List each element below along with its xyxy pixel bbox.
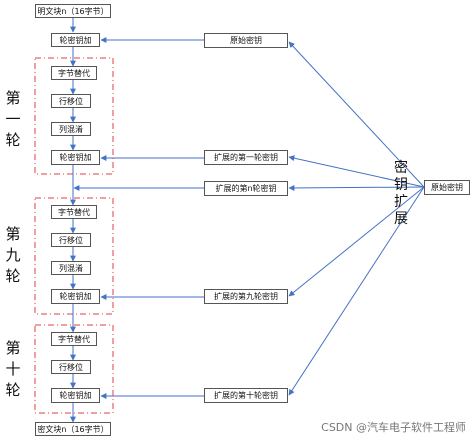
round9-label-char: 九 xyxy=(5,246,21,264)
key-expansion-char: 展 xyxy=(394,211,408,227)
round9-mix-columns-box: 列混淆 xyxy=(51,261,91,275)
round10-group xyxy=(34,324,114,414)
round9-add-round-key-box: 轮密钥加 xyxy=(51,289,100,304)
round9-label-char: 第 xyxy=(5,225,21,243)
expanded-key-10-box: 扩展的第十轮密钥 xyxy=(204,388,288,403)
round1-label: 第 一 轮 xyxy=(4,88,22,151)
round10-sub-bytes-box: 字节替代 xyxy=(51,332,97,346)
round1-group xyxy=(34,57,114,175)
key-expansion-char: 密 xyxy=(394,160,408,176)
round1-label-char: 轮 xyxy=(5,131,21,149)
ciphertext-box: 密文块n（16字节） xyxy=(35,422,111,436)
round10-shift-rows-box: 行移位 xyxy=(51,360,91,374)
key-expansion-label: 密 钥 扩 展 xyxy=(393,160,409,228)
expanded-key-1-box: 扩展的第一轮密钥 xyxy=(204,150,288,165)
round1-mix-columns-box: 列混淆 xyxy=(51,122,91,136)
round10-label-char: 轮 xyxy=(5,381,21,399)
expansion-arrow xyxy=(288,186,425,297)
round10-label-char: 第 xyxy=(5,339,21,357)
round1-sub-bytes-box: 字节替代 xyxy=(51,66,97,80)
original-key-right-box: 原始密钥 xyxy=(424,180,470,195)
round1-label-char: 一 xyxy=(5,110,21,128)
round1-add-round-key-box: 轮密钥加 xyxy=(51,150,100,165)
expansion-arrow xyxy=(288,184,425,191)
expansion-arrow xyxy=(288,186,425,396)
round9-group xyxy=(34,197,114,315)
initial-round-key-add-box: 轮密钥加 xyxy=(51,33,100,47)
round10-label: 第 十 轮 xyxy=(4,338,22,401)
round9-label-char: 轮 xyxy=(5,267,21,285)
expanded-key-9-box: 扩展的第九轮密钥 xyxy=(204,289,288,304)
key-expansion-char: 扩 xyxy=(394,194,408,210)
expansion-arrow xyxy=(288,155,425,188)
original-key-top-box: 原始密钥 xyxy=(204,33,288,48)
round1-label-char: 第 xyxy=(5,89,21,107)
round9-shift-rows-box: 行移位 xyxy=(51,233,91,247)
expanded-key-n-box: 扩展的第n轮密钥 xyxy=(204,181,288,196)
round10-label-char: 十 xyxy=(5,360,21,378)
round10-add-round-key-box: 轮密钥加 xyxy=(51,388,100,403)
key-expansion-char: 钥 xyxy=(394,177,408,193)
watermark: CSDN @汽车电子软件工程师 xyxy=(321,421,466,434)
expansion-arrow xyxy=(288,41,425,188)
round1-shift-rows-box: 行移位 xyxy=(51,94,91,108)
round9-sub-bytes-box: 字节替代 xyxy=(51,205,97,219)
round9-label: 第 九 轮 xyxy=(4,224,22,287)
plaintext-box: 明文块n（16字节） xyxy=(35,4,111,18)
